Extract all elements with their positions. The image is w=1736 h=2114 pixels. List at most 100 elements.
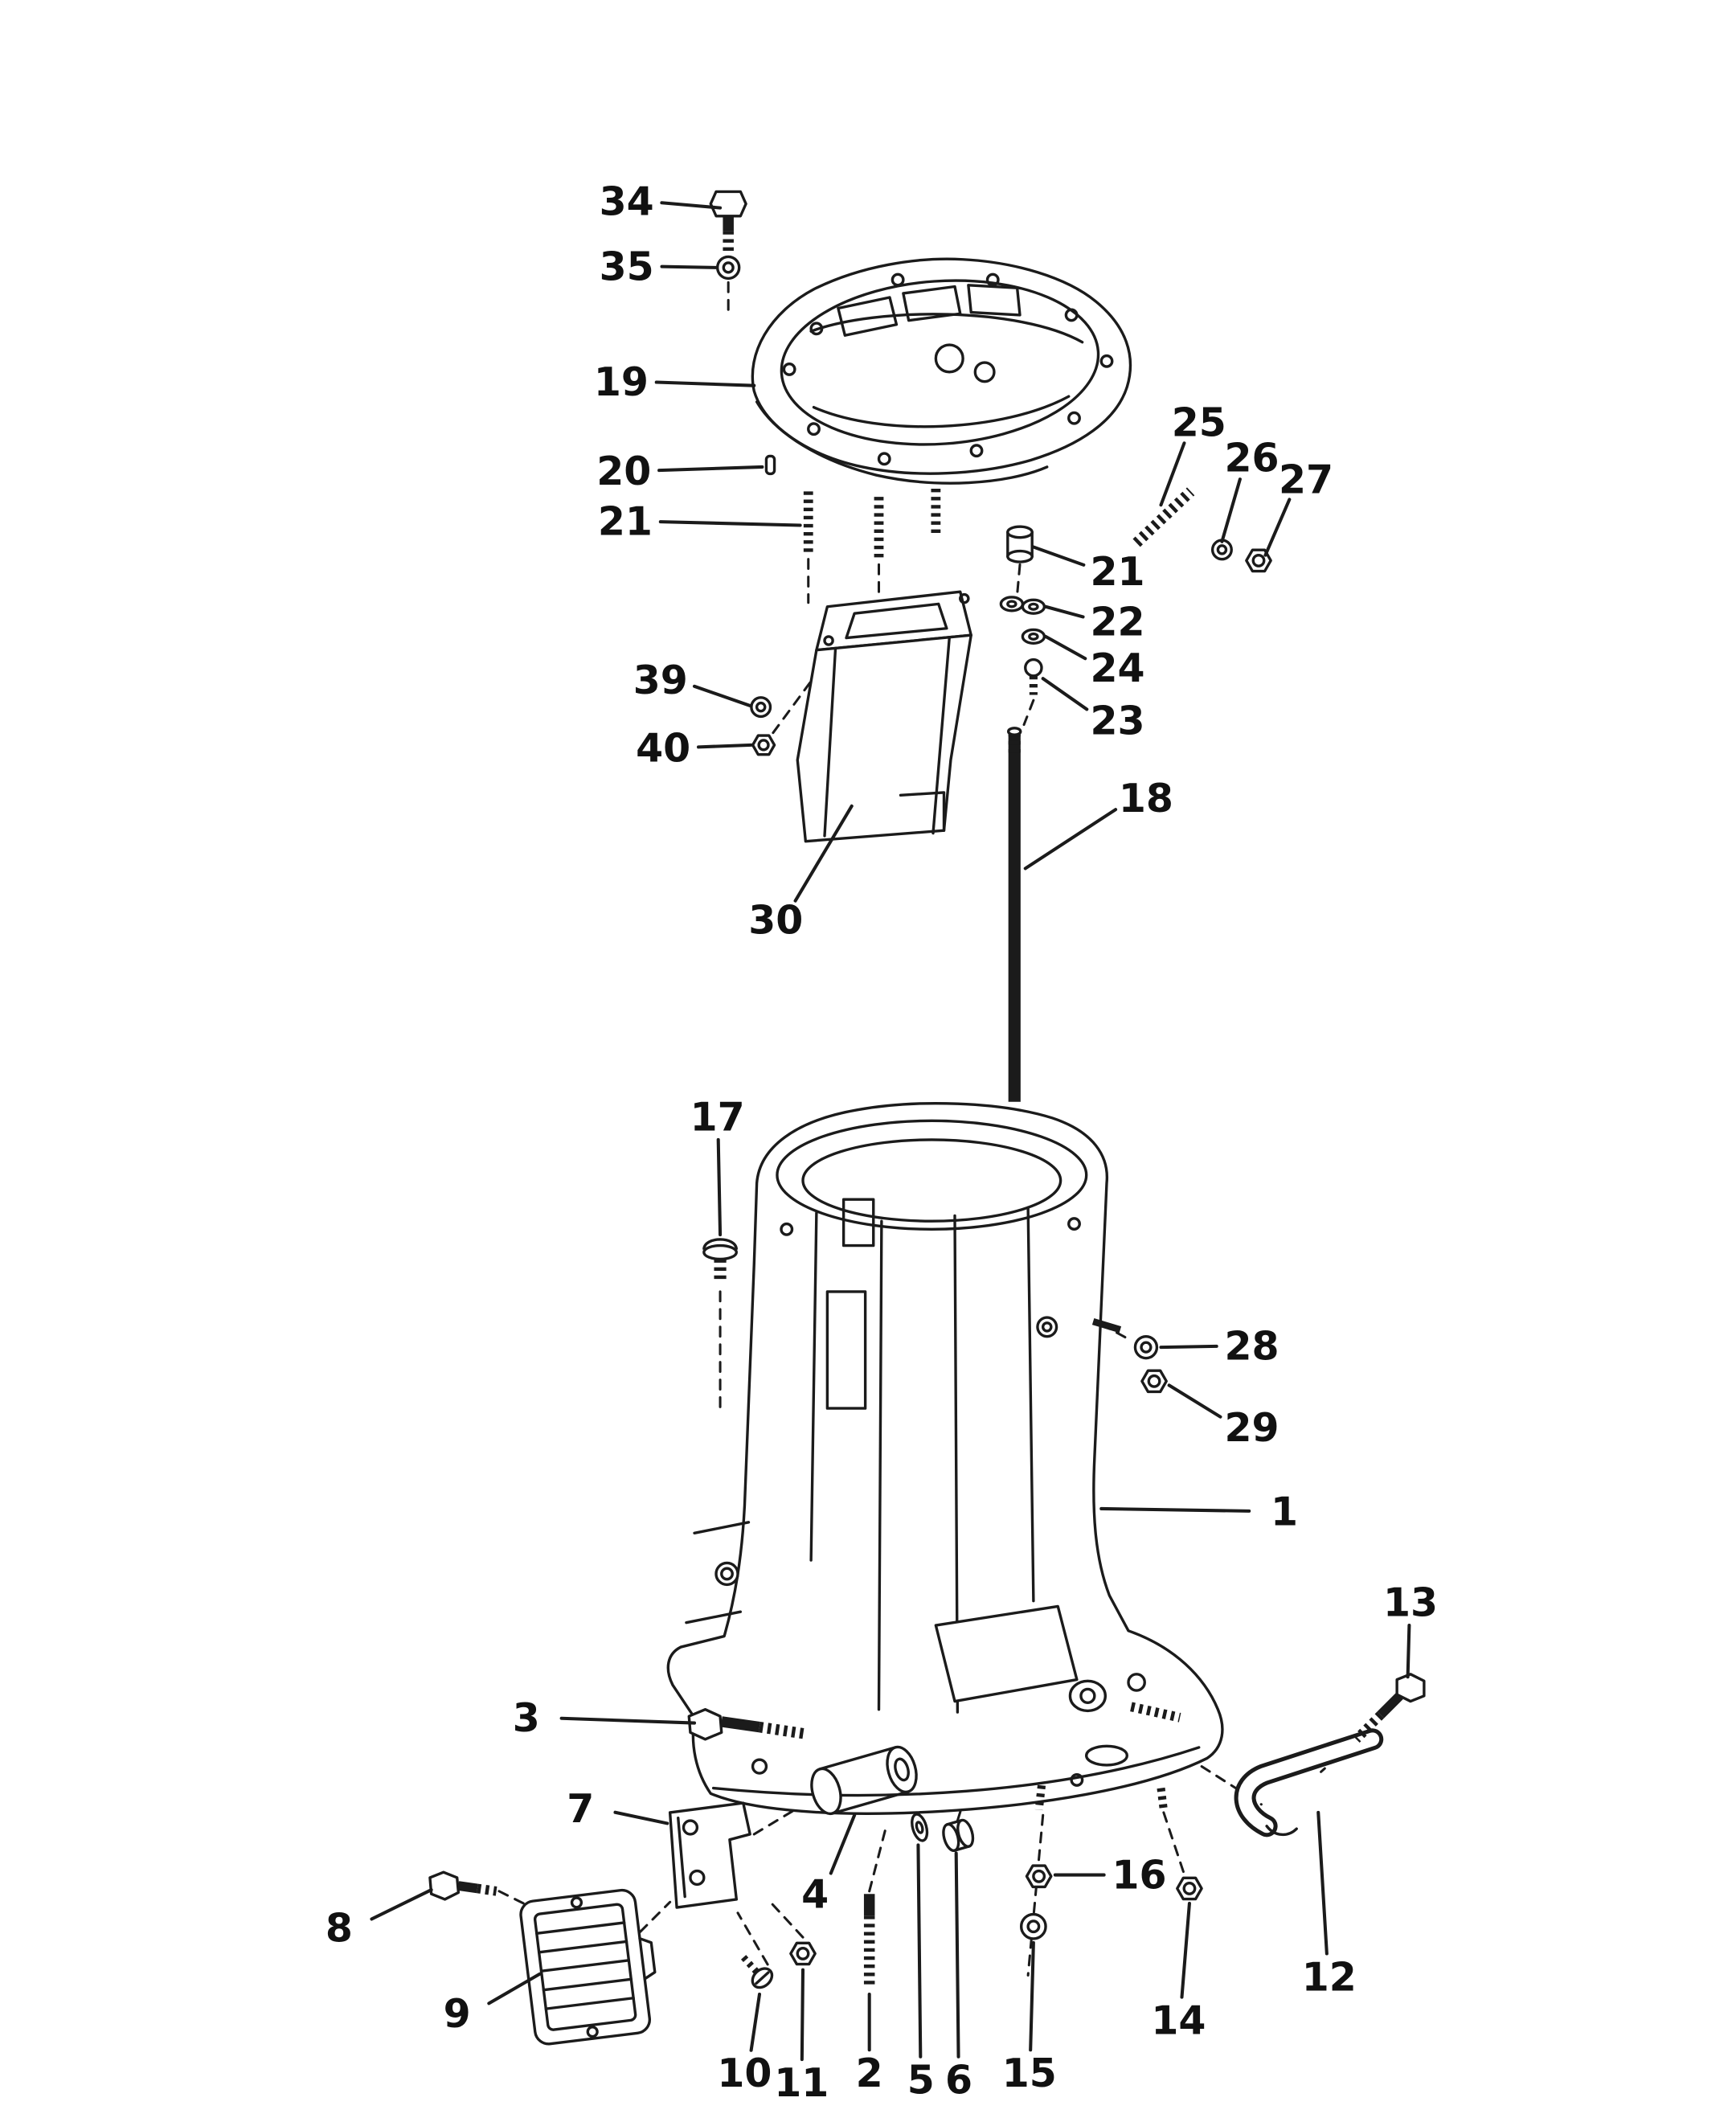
callout-6: 6	[945, 1851, 972, 2104]
callout-1: 1	[1099, 1489, 1298, 1534]
part-27-locknut	[1245, 548, 1272, 573]
callout-9: 9	[444, 1972, 542, 2037]
part-22-washers	[999, 596, 1046, 615]
callout-14: 14	[1151, 1901, 1206, 2043]
part-4-bushing	[810, 1745, 918, 1816]
callout-leader-line	[1029, 1940, 1035, 2052]
callout-number: 16	[1112, 1853, 1166, 1899]
callout-leader-line	[716, 1137, 723, 1237]
callout-number: 24	[1090, 645, 1144, 691]
callout-number: 9	[444, 1991, 471, 2037]
callout-leader-line	[749, 1993, 762, 2052]
part-30-exhaust-adapter	[796, 590, 972, 843]
callout-number: 13	[1383, 1580, 1438, 1626]
callout-16: 16	[1053, 1853, 1167, 1899]
callout-number: 25	[1172, 399, 1226, 445]
callout-number: 8	[326, 1906, 353, 1952]
part-10-screw	[739, 1953, 774, 1989]
callout-leader-line	[487, 1972, 542, 2005]
callout-25: 25	[1159, 399, 1226, 507]
callout-number: 7	[567, 1786, 594, 1832]
part-40-locknut	[751, 734, 776, 756]
part-7-bracket	[668, 1801, 751, 1909]
callout-number: 14	[1151, 1997, 1206, 2043]
callout-number: 30	[748, 898, 803, 944]
callout-leader-line	[660, 264, 719, 269]
callout-29: 29	[1167, 1383, 1279, 1451]
callout-leader-line	[1220, 477, 1242, 543]
callout-number: 4	[801, 1871, 829, 1917]
callout-23: 23	[1041, 677, 1145, 744]
callout-22: 22	[1044, 599, 1145, 645]
callout-number: 6	[945, 2058, 972, 2104]
callout-number: 11	[774, 2060, 829, 2106]
callout-leader-line	[1263, 498, 1292, 557]
callout-leader-line	[1031, 545, 1086, 567]
illustration-layer	[428, 190, 1426, 2046]
part-21-studs	[803, 488, 941, 559]
part-29-locknut	[1140, 1369, 1168, 1394]
callout-number: 21	[1090, 549, 1144, 595]
callout-13: 13	[1383, 1580, 1438, 1679]
callout-7: 7	[567, 1786, 669, 1832]
callout-number: 2	[856, 2050, 883, 2096]
callout-40: 40	[636, 725, 753, 771]
callout-28: 28	[1159, 1324, 1279, 1370]
callout-leader-line	[1180, 1901, 1191, 1999]
callout-12: 12	[1302, 1810, 1357, 2000]
part-39-washer	[750, 696, 772, 719]
callout-leader-line	[1167, 1383, 1222, 1419]
callout-number: 34	[600, 178, 654, 224]
callout-number: 40	[636, 725, 690, 771]
callout-leader-line	[1316, 1810, 1329, 1956]
part-8-bolt	[428, 1870, 497, 1901]
part-11-nut	[789, 1941, 817, 1966]
part-19-adapter-plate	[751, 257, 1132, 485]
callout-leader-line	[654, 380, 756, 387]
part-12-clamp-strap	[1234, 1728, 1384, 1837]
callout-leader-line	[657, 465, 764, 473]
callout-leader-line	[692, 684, 752, 707]
part-28-washer	[1133, 1334, 1159, 1360]
part-14-locknut	[1176, 1876, 1203, 1901]
callout-number: 39	[633, 658, 688, 703]
callout-15: 15	[1002, 1940, 1057, 2096]
part-3-bolt	[687, 1708, 807, 1741]
callout-4: 4	[801, 1813, 857, 1917]
callout-21: 21	[598, 499, 802, 545]
part-13-bolt	[1353, 1673, 1426, 1743]
callout-leader-line	[370, 1888, 433, 1921]
callout-leader-line	[1159, 1344, 1218, 1350]
callout-8: 8	[326, 1888, 433, 1952]
callout-18: 18	[1023, 776, 1173, 871]
part-15-washer	[1020, 1912, 1047, 1940]
callout-leader-line	[613, 1810, 669, 1825]
callout-26: 26	[1220, 435, 1279, 543]
callout-30: 30	[748, 804, 854, 944]
callout-number: 28	[1225, 1324, 1279, 1370]
part-16-locknut	[1025, 1864, 1053, 1889]
callout-number: 26	[1225, 435, 1279, 481]
part-17-plug	[702, 1238, 738, 1284]
callout-leader-line	[1044, 634, 1087, 661]
callout-11: 11	[774, 1968, 829, 2106]
callout-number: 19	[594, 359, 649, 405]
callout-10: 10	[717, 1993, 772, 2096]
callout-leader-line	[800, 1968, 805, 2062]
callout-leader-line	[658, 520, 802, 527]
callout-number: 35	[600, 244, 654, 289]
callout-number: 15	[1002, 2050, 1057, 2096]
callout-number: 3	[513, 1695, 540, 1741]
callout-number: 22	[1090, 599, 1144, 645]
callout-leader-line	[1099, 1506, 1251, 1513]
part-34-bolt	[709, 190, 747, 253]
callout-leader-line	[954, 1851, 960, 2059]
part-18-driveshaft	[1006, 727, 1022, 1102]
callout-21-2: 21	[1031, 545, 1145, 595]
part-6-nut	[942, 1818, 975, 1853]
callout-leader-line	[1041, 677, 1089, 711]
callout-number: 17	[690, 1094, 745, 1140]
callout-leader-line	[793, 804, 854, 903]
